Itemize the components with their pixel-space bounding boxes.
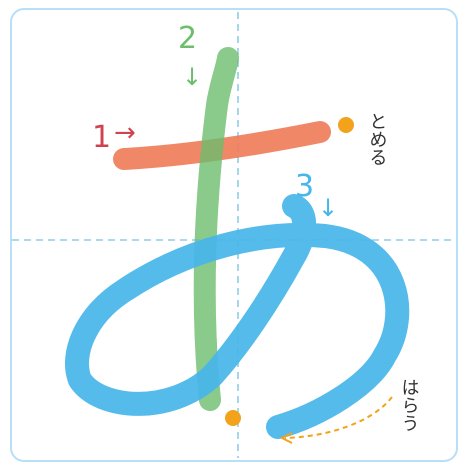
tome-dot — [338, 117, 354, 133]
stroke-3-arrow: ↓ — [318, 194, 338, 222]
stroke-2 — [193, 47, 239, 411]
stroke-3 — [65, 194, 410, 439]
stroke-1-number: 1 — [92, 120, 111, 155]
harau-arrow — [284, 396, 393, 439]
stroke-2-arrow: ↓ — [182, 63, 202, 91]
stroke-2-number: 2 — [178, 21, 197, 56]
stroke-1-arrow: → — [114, 118, 136, 148]
harau-arrowhead — [279, 432, 293, 444]
tome-label: とめる — [367, 112, 388, 166]
stroke-2-end-dot — [225, 410, 241, 426]
harau-label: はらう — [399, 378, 420, 432]
stroke-3-number: 3 — [295, 169, 314, 204]
